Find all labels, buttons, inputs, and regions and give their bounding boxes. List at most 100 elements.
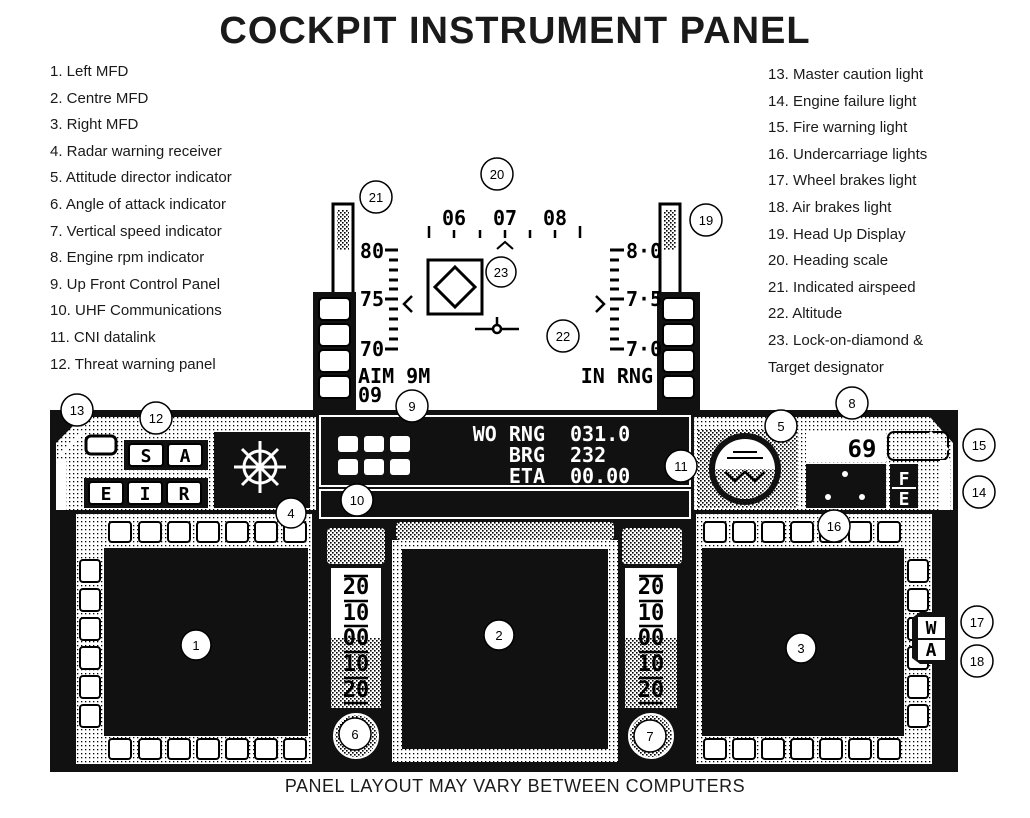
svg-text:16: 16 bbox=[827, 519, 841, 534]
altitude-scale: 8·0 7·5 7·0 bbox=[595, 239, 662, 361]
callout-15: 15 bbox=[962, 428, 996, 462]
callout-16: 16 bbox=[817, 509, 851, 543]
legend-item: 5. Attitude director indicator bbox=[50, 169, 232, 187]
master-caution-light bbox=[58, 430, 118, 457]
callout-17: 17 bbox=[960, 605, 994, 639]
legend-item: 19. Head Up Display bbox=[768, 225, 906, 243]
flight-path-marker bbox=[475, 317, 519, 335]
rpm-value: 69 bbox=[848, 435, 877, 463]
legend-item: 12. Threat warning panel bbox=[50, 355, 216, 373]
legend-item: 7. Vertical speed indicator bbox=[50, 222, 222, 240]
up-front-control-panel: WO RNG 031.0 BRG 232 ETA 00.00 bbox=[316, 412, 694, 522]
heading-tick-label: 06 bbox=[442, 206, 466, 230]
svg-text:15: 15 bbox=[972, 438, 986, 453]
svg-text:10: 10 bbox=[638, 601, 665, 626]
footer-note: PANEL LAYOUT MAY VARY BETWEEN COMPUTERS bbox=[284, 776, 746, 796]
lock-on-diamond bbox=[426, 258, 484, 316]
right-mfd bbox=[696, 514, 932, 764]
legend-item: 17. Wheel brakes light bbox=[768, 172, 917, 190]
legend-item: 14. Engine failure light bbox=[768, 92, 917, 110]
callout-3: 3 bbox=[785, 632, 817, 664]
legend-item: 3. Right MFD bbox=[50, 116, 139, 134]
callout-4: 4 bbox=[275, 497, 307, 529]
legend-item: 13. Master caution light bbox=[768, 66, 924, 83]
legend-item: 8. Engine rpm indicator bbox=[50, 249, 205, 267]
callout-22: 22 bbox=[546, 319, 580, 353]
callout-19: 19 bbox=[689, 203, 723, 237]
svg-text:E: E bbox=[899, 489, 910, 510]
svg-text:10: 10 bbox=[350, 493, 364, 508]
svg-text:22: 22 bbox=[556, 329, 570, 344]
heading-tick-label: 08 bbox=[543, 206, 567, 230]
legend-item: 23. Lock-on-diamond & bbox=[768, 331, 924, 349]
ufcp-key[interactable] bbox=[390, 459, 410, 475]
threat-button-r[interactable]: R bbox=[166, 481, 202, 505]
ufcp-value: 00.00 bbox=[570, 464, 630, 488]
svg-text:S: S bbox=[141, 446, 152, 467]
svg-text:11: 11 bbox=[674, 459, 688, 474]
weapon-count: 09 bbox=[358, 383, 382, 407]
wheel-brakes-light bbox=[918, 617, 945, 638]
callout-13: 13 bbox=[60, 393, 94, 427]
threat-button-a[interactable]: A bbox=[167, 443, 203, 467]
airspeed-tick-label: 75 bbox=[360, 287, 384, 311]
ufcp-key[interactable] bbox=[364, 436, 384, 452]
svg-text:9: 9 bbox=[408, 399, 415, 414]
airspeed-tick-label: 70 bbox=[360, 337, 384, 361]
svg-text:A: A bbox=[926, 640, 937, 661]
callout-14: 14 bbox=[962, 475, 996, 509]
ufcp-key[interactable] bbox=[338, 459, 358, 475]
legend-left: 1. Left MFD 2. Centre MFD 3. Right MFD 4… bbox=[50, 59, 232, 378]
heading-scale: 06 07 08 bbox=[427, 206, 582, 250]
svg-text:20: 20 bbox=[638, 678, 665, 703]
svg-text:F: F bbox=[899, 469, 910, 490]
legend-item: 11. CNI datalink bbox=[50, 328, 156, 346]
legend-item: 16. Undercarriage lights bbox=[768, 145, 928, 163]
altitude-tick-label: 8·0 bbox=[626, 239, 662, 263]
ufcp-value: 031.0 bbox=[570, 422, 630, 446]
callout-20: 20 bbox=[480, 157, 514, 191]
callout-18: 18 bbox=[960, 644, 994, 678]
altitude-tick-label: 7·0 bbox=[626, 337, 662, 361]
aoa-scale: 20 10 00 10 20 bbox=[343, 574, 370, 705]
callout-6: 6 bbox=[338, 717, 372, 751]
engine-failure-light: F E bbox=[890, 464, 918, 510]
ufcp-key[interactable] bbox=[338, 436, 358, 452]
ufcp-key[interactable] bbox=[390, 436, 410, 452]
callout-9: 9 bbox=[395, 389, 429, 423]
callout-12: 12 bbox=[139, 401, 173, 435]
svg-text:A: A bbox=[180, 446, 191, 467]
threat-button-e[interactable]: E bbox=[88, 481, 124, 505]
svg-text:1: 1 bbox=[192, 638, 199, 653]
svg-text:7: 7 bbox=[646, 729, 653, 744]
right-mfd-buttons[interactable] bbox=[703, 521, 929, 760]
hud-left-post bbox=[313, 202, 356, 410]
svg-text:3: 3 bbox=[797, 641, 804, 656]
engine-rpm-indicator: 69 bbox=[806, 432, 886, 508]
ufcp-key[interactable] bbox=[364, 459, 384, 475]
legend-item: 6. Angle of attack indicator bbox=[50, 195, 226, 213]
svg-text:20: 20 bbox=[343, 678, 370, 703]
instrument-panel: S A E I R bbox=[50, 410, 958, 772]
svg-text:10: 10 bbox=[343, 652, 370, 677]
legend-item: 20. Heading scale bbox=[768, 252, 889, 270]
svg-text:13: 13 bbox=[70, 403, 84, 418]
svg-text:12: 12 bbox=[149, 411, 163, 426]
svg-text:2: 2 bbox=[495, 628, 502, 643]
threat-button-i[interactable]: I bbox=[127, 481, 163, 505]
range-status: IN RNG bbox=[581, 364, 653, 388]
attitude-director-indicator bbox=[698, 430, 798, 508]
threat-warning-panel: S A E I R bbox=[84, 440, 208, 508]
callout-21: 21 bbox=[359, 180, 393, 214]
svg-text:5: 5 bbox=[777, 419, 784, 434]
legend-item: 4. Radar warning receiver bbox=[50, 142, 222, 160]
vertical-speed-indicator: 20 10 00 10 20 bbox=[618, 524, 688, 764]
svg-text:E: E bbox=[101, 484, 112, 505]
uhf-communications bbox=[319, 489, 691, 519]
ufcp-label: BRG bbox=[509, 443, 545, 467]
altitude-tick-label: 7·5 bbox=[626, 287, 662, 311]
svg-text:20: 20 bbox=[343, 575, 370, 600]
svg-text:00: 00 bbox=[638, 626, 665, 651]
threat-button-s[interactable]: S bbox=[128, 443, 164, 467]
